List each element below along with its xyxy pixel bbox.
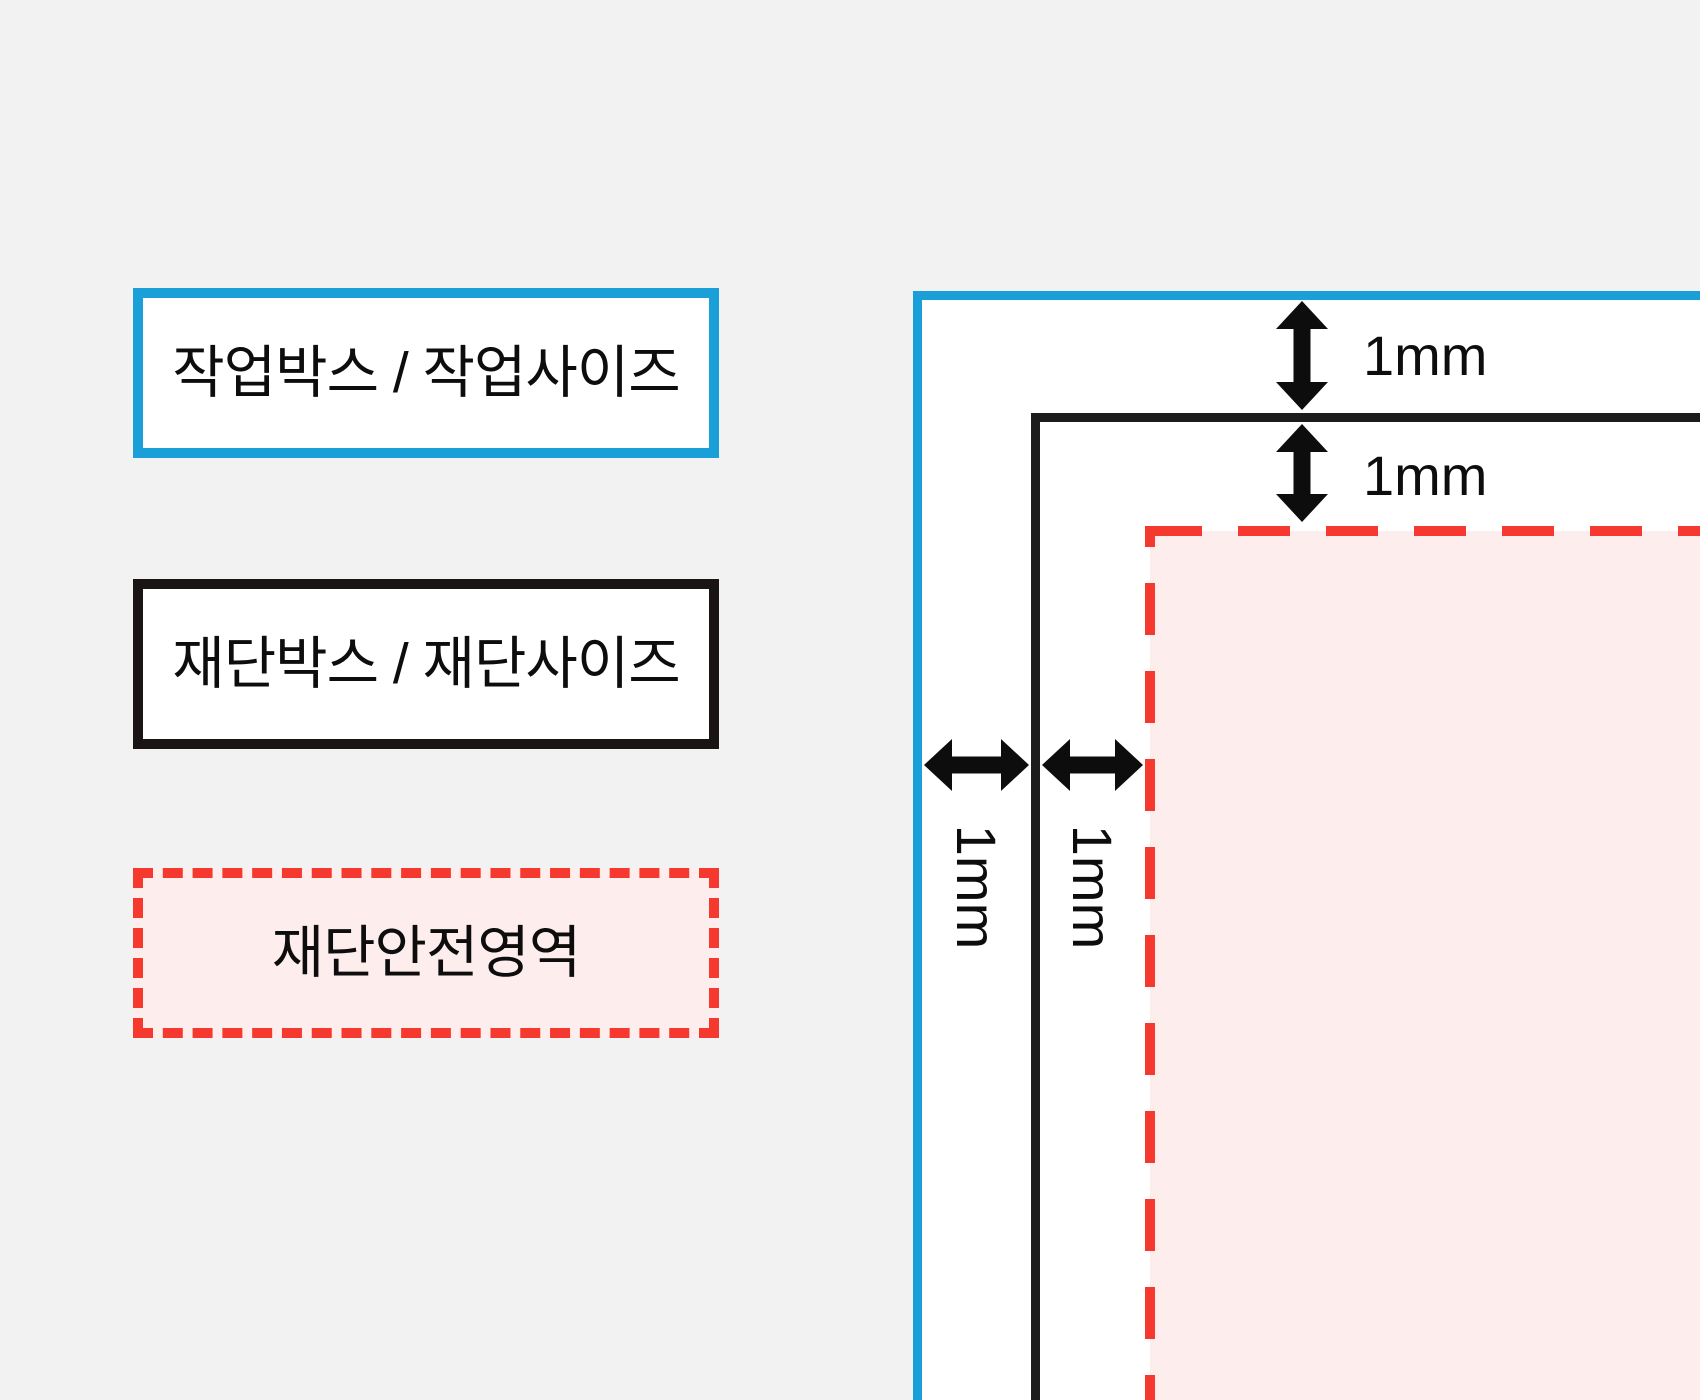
legend-safe-area-box: 재단안전영역 — [133, 868, 719, 1038]
diagram-safe-area-outline — [1145, 526, 1700, 1400]
legend-work-box-label: 작업박스 / 작업사이즈 — [172, 340, 680, 405]
left-inner-margin-label: 1mm — [1061, 824, 1124, 950]
top-inner-margin-label: 1mm — [1363, 444, 1488, 507]
legend-cut-box-label: 재단박스 / 재단사이즈 — [172, 631, 680, 696]
left-outer-margin-label: 1mm — [945, 824, 1008, 950]
left-outer-margin-arrow — [924, 739, 1029, 791]
legend-safe-area-label: 재단안전영역 — [271, 920, 582, 985]
top-outer-margin-arrow — [1276, 301, 1328, 410]
legend-work-box: 작업박스 / 작업사이즈 — [133, 288, 719, 458]
top-inner-margin-arrow — [1276, 424, 1328, 522]
left-inner-margin-arrow — [1042, 739, 1143, 791]
legend-cut-box: 재단박스 / 재단사이즈 — [133, 579, 719, 749]
top-outer-margin-label: 1mm — [1363, 324, 1488, 387]
